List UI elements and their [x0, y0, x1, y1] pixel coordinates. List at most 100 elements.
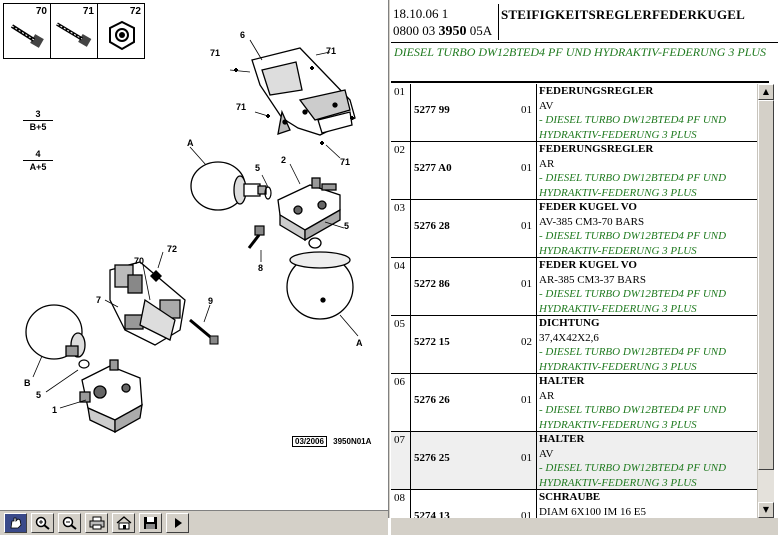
callout-71[interactable]: 71: [236, 102, 247, 112]
bolt-icon: [10, 24, 44, 48]
callout-2[interactable]: 2: [281, 155, 287, 165]
callout-6[interactable]: 6: [240, 30, 246, 40]
header-date: 18.10.06 1: [393, 6, 449, 21]
part-note: HYDRAKTIV-FEDERUNG 3 PLUS: [539, 128, 697, 141]
part-spec: AV: [539, 99, 554, 112]
row-number: 07: [394, 434, 405, 446]
vertical-scrollbar[interactable]: ▲ ▼: [757, 84, 774, 518]
part-name: DICHTUNG: [539, 317, 600, 329]
sphere-front: [190, 161, 267, 211]
row-number: 06: [394, 376, 405, 388]
callout-5[interactable]: 5: [344, 221, 350, 231]
next-button[interactable]: [166, 513, 189, 533]
thumbnail-72[interactable]: 72: [97, 3, 145, 59]
callout-71[interactable]: 71: [340, 157, 351, 167]
part-name: HALTER: [539, 433, 585, 445]
part-reference[interactable]: 5277 99: [414, 104, 450, 116]
callout-A[interactable]: A: [187, 138, 194, 148]
row-number: 01: [394, 86, 405, 98]
parts-list-panel: 18.10.06 1 0800 03 3950 05A STEIFIGKEITS…: [391, 0, 778, 518]
table-row[interactable]: 08 5274 13 01 SCHRAUBE DIAM 6X100 IM 16 …: [391, 490, 757, 518]
part-name: HALTER: [539, 375, 585, 387]
diagram-code: 3950N01A: [333, 437, 372, 446]
part-quantity: 01: [521, 104, 532, 116]
part-spec: AR: [539, 157, 555, 170]
part-quantity: 02: [521, 336, 532, 348]
scroll-up-button[interactable]: ▲: [758, 84, 774, 100]
table-row[interactable]: 04 5272 86 01 FEDER KUGEL VO AR-385 CM3-…: [391, 258, 757, 316]
row-number: 04: [394, 260, 405, 272]
part-reference[interactable]: 5276 25: [414, 452, 450, 464]
zoom-in-button[interactable]: [31, 513, 54, 533]
table-row[interactable]: 01 5277 99 01 FEDERUNGSREGLER AV - DIESE…: [391, 84, 757, 142]
part-note: - DIESEL TURBO DW12BTED4 PF UND: [539, 288, 727, 300]
part-description: SCHRAUBE DIAM 6X100 IM 16 E5: [536, 490, 757, 518]
hex-nut-icon: [109, 20, 135, 51]
part-reference[interactable]: 5277 A0: [414, 162, 452, 174]
part-reference[interactable]: 5272 86: [414, 278, 450, 290]
save-button[interactable]: [139, 513, 162, 533]
callout-7[interactable]: 7: [96, 295, 102, 305]
panel-splitter[interactable]: [388, 0, 391, 518]
table-row[interactable]: 07 5276 25 01 HALTER AV - DIESEL TURBO D…: [391, 432, 757, 490]
row-number: 02: [394, 144, 405, 156]
part-quantity: 01: [521, 510, 532, 518]
part-description: HALTER AR - DIESEL TURBO DW12BTED4 PF UN…: [536, 374, 757, 431]
scrollbar-thumb[interactable]: [758, 100, 774, 470]
part-quantity: 01: [521, 220, 532, 232]
reference-4[interactable]: 4 A+5: [23, 149, 53, 172]
hand-tool-button[interactable]: [4, 513, 27, 533]
scroll-down-button[interactable]: ▼: [758, 502, 774, 518]
header-code: 0800 03 3950 05A: [393, 23, 493, 39]
bolt-8: [247, 225, 265, 249]
reference-target: A+5: [29, 162, 47, 172]
part-reference[interactable]: 5272 15: [414, 336, 450, 348]
screw-icon: [56, 22, 92, 47]
row-number: 08: [394, 492, 405, 504]
callout-8[interactable]: 8: [258, 263, 264, 273]
callout-5[interactable]: 5: [255, 163, 261, 173]
part-note: HYDRAKTIV-FEDERUNG 3 PLUS: [539, 244, 697, 257]
part-spec: AV: [539, 447, 554, 460]
home-button[interactable]: [112, 513, 135, 533]
callout-9[interactable]: 9: [208, 296, 214, 306]
part-note: HYDRAKTIV-FEDERUNG 3 PLUS: [539, 186, 697, 199]
part-reference[interactable]: 5274 13: [414, 510, 450, 518]
part-description: DICHTUNG 37,4X42X2,6 - DIESEL TURBO DW12…: [536, 316, 757, 373]
part-note: - DIESEL TURBO DW12BTED4 PF UND: [539, 462, 727, 474]
part-note: - DIESEL TURBO DW12BTED4 PF UND: [539, 114, 727, 126]
table-row[interactable]: 02 5277 A0 01 FEDERUNGSREGLER AR - DIESE…: [391, 142, 757, 200]
part-description: FEDER KUGEL VO AV-385 CM3-70 BARS - DIES…: [536, 200, 757, 257]
callout-1[interactable]: 1: [52, 405, 58, 415]
table-row[interactable]: 03 5276 28 01 FEDER KUGEL VO AV-385 CM3-…: [391, 200, 757, 258]
zoom-in-icon: [35, 516, 50, 530]
regulator-front: [79, 359, 143, 434]
thumbnail-70[interactable]: 70: [3, 3, 51, 59]
table-row[interactable]: 05 5272 15 02 DICHTUNG 37,4X42X2,6 - DIE…: [391, 316, 757, 374]
diagram-date: 03/2006: [292, 436, 327, 447]
part-quantity: 01: [521, 278, 532, 290]
callout-71[interactable]: 71: [326, 46, 337, 56]
callout-A[interactable]: A: [356, 338, 363, 348]
reference-3[interactable]: 3 B+5: [23, 109, 53, 132]
print-button[interactable]: [85, 513, 108, 533]
part-note: - DIESEL TURBO DW12BTED4 PF UND: [539, 230, 727, 242]
sphere-rear: [286, 251, 354, 320]
part-reference[interactable]: 5276 28: [414, 220, 450, 232]
callout-5[interactable]: 5: [36, 390, 42, 400]
callout-B[interactable]: B: [24, 378, 31, 388]
diagram-footer: 03/2006 3950N01A: [292, 436, 372, 447]
table-row[interactable]: 06 5276 26 01 HALTER AR - DIESEL TURBO D…: [391, 374, 757, 432]
thumbnail-71[interactable]: 71: [50, 3, 98, 59]
callout-72[interactable]: 72: [167, 244, 178, 254]
callout-70[interactable]: 70: [134, 256, 145, 266]
part-description: FEDERUNGSREGLER AV - DIESEL TURBO DW12BT…: [536, 84, 757, 141]
print-icon: [89, 516, 105, 530]
callout-71[interactable]: 71: [210, 48, 221, 58]
part-note: HYDRAKTIV-FEDERUNG 3 PLUS: [539, 302, 697, 315]
zoom-out-button[interactable]: [58, 513, 81, 533]
page-title: STEIFIGKEITSREGLERFEDERKUGEL: [498, 4, 776, 40]
part-reference[interactable]: 5276 26: [414, 394, 450, 406]
part-note: HYDRAKTIV-FEDERUNG 3 PLUS: [539, 418, 697, 431]
zoom-out-icon: [62, 516, 77, 530]
